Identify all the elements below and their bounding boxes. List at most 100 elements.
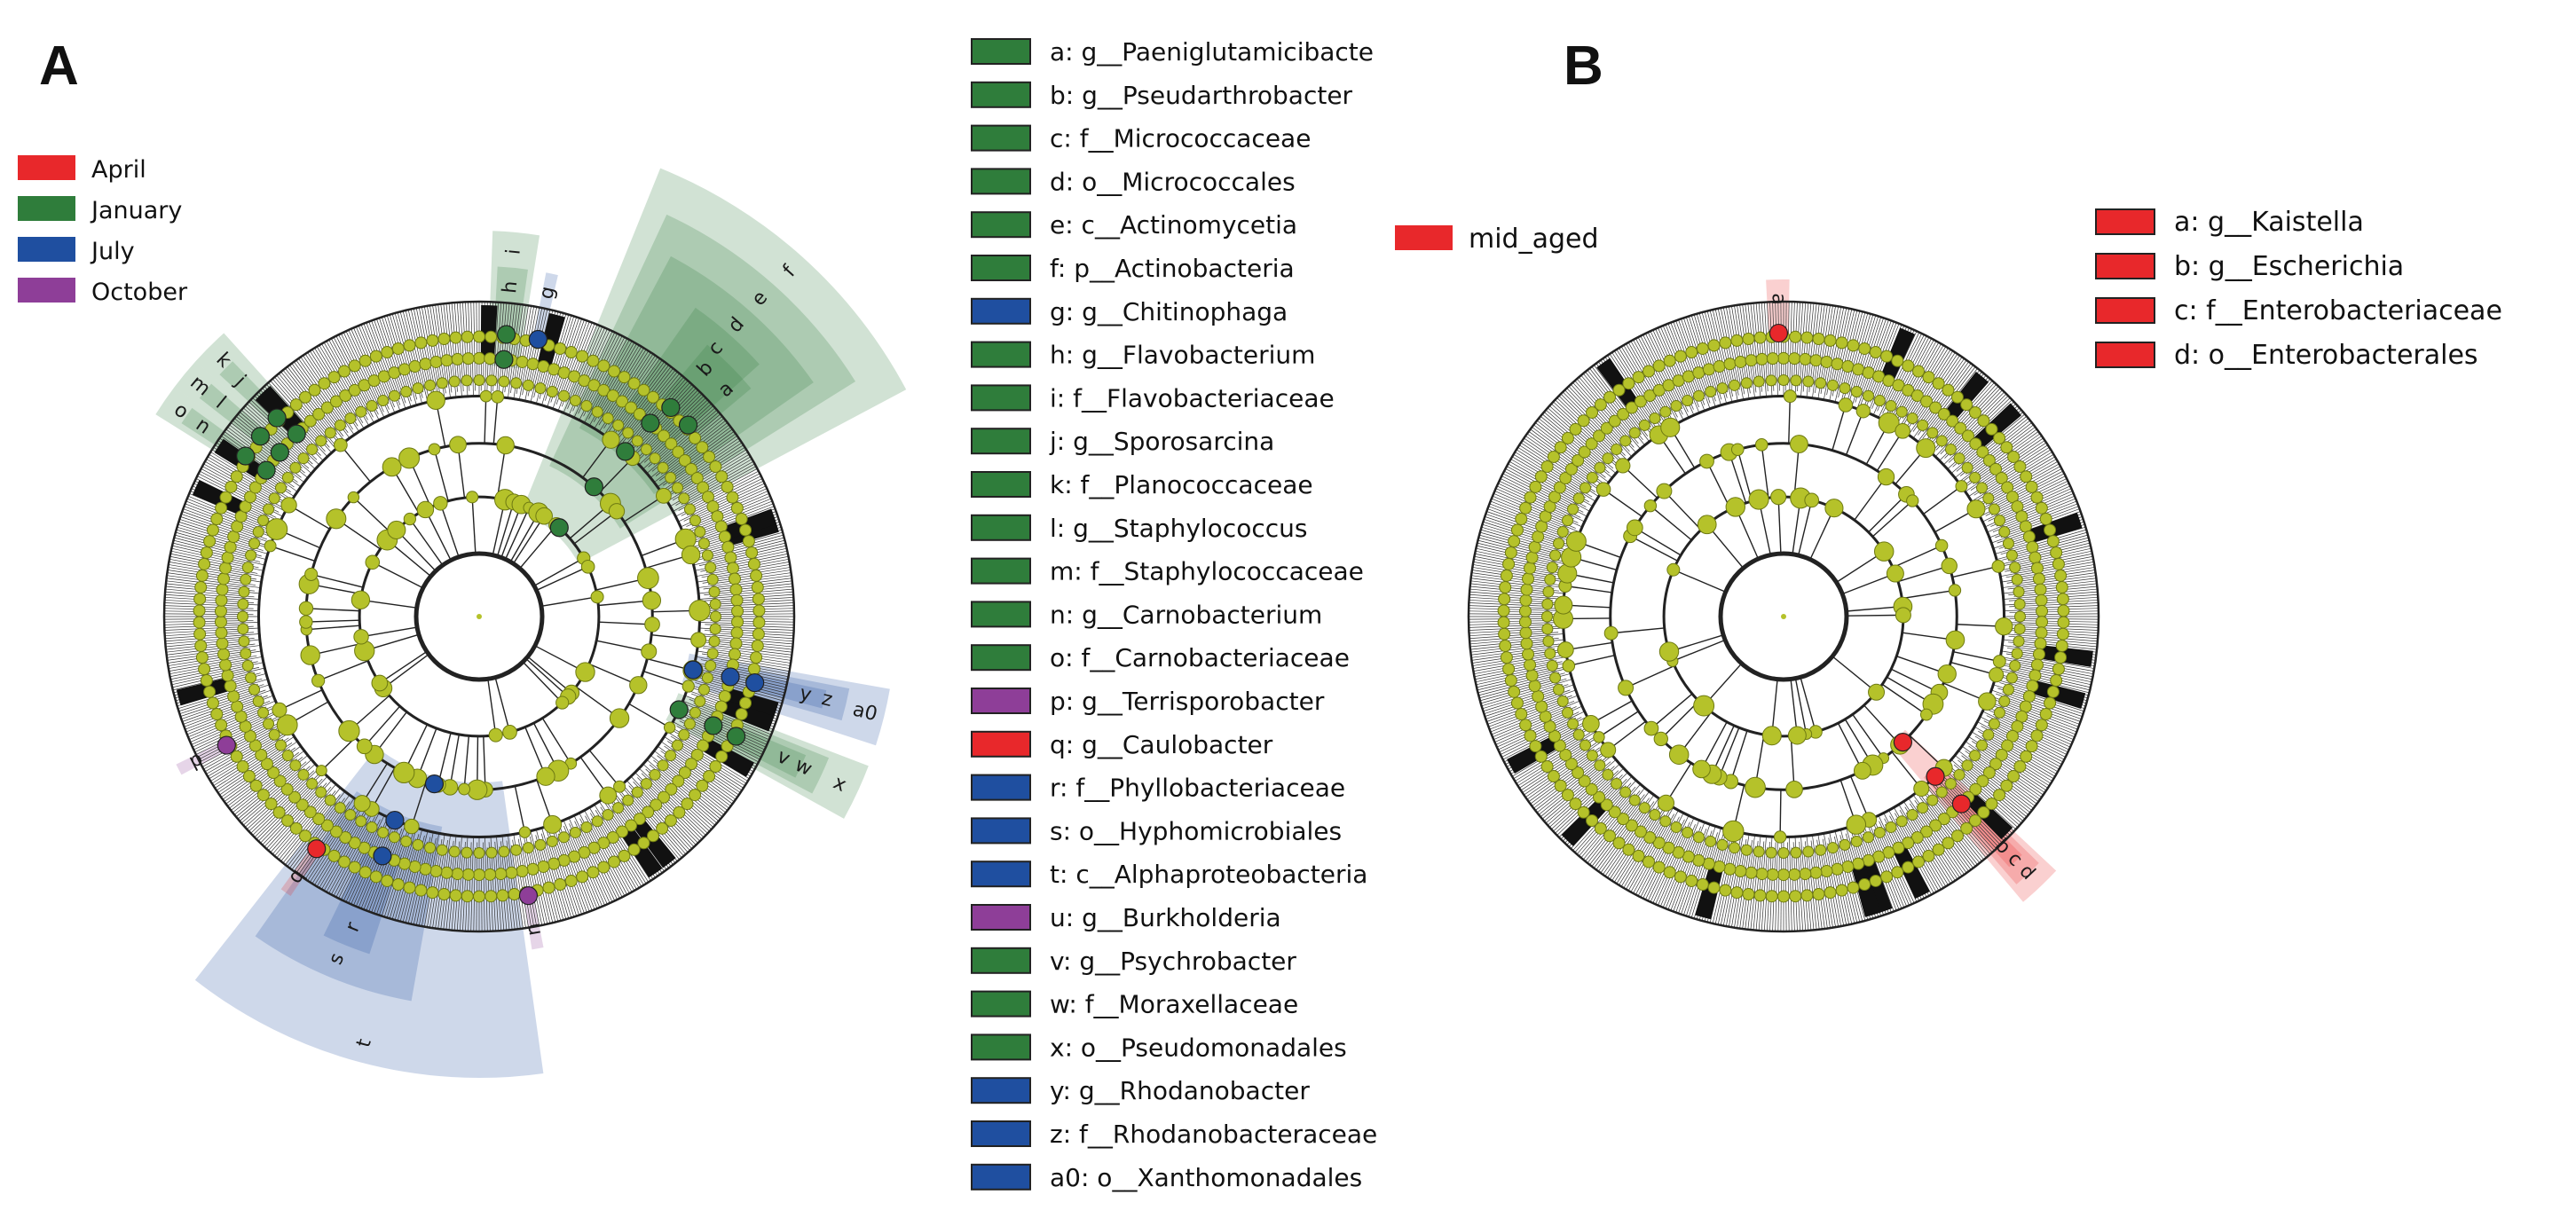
leaf-node — [750, 651, 763, 664]
leaf-node — [1652, 359, 1666, 373]
leaf-node — [1504, 674, 1517, 688]
leaf-node — [721, 540, 735, 554]
leaf-node — [329, 395, 343, 408]
biomarker-node-b-c — [1926, 766, 1945, 786]
leaf-node — [752, 604, 766, 617]
leaf-node — [1707, 339, 1721, 352]
taxon-label-a-a: a: g__Paeniglutamicibacte — [1050, 37, 1374, 67]
leaf-node — [1685, 346, 1698, 359]
leaf-node — [1547, 450, 1560, 463]
biomarker-node-a-s — [385, 810, 405, 830]
leaf-node — [526, 358, 540, 371]
leaf-node — [221, 669, 234, 682]
leaf-node — [703, 770, 716, 783]
leaf-node — [1910, 830, 1924, 844]
biomarker-label-a-y: y — [797, 682, 814, 706]
leaf-node — [1594, 398, 1607, 412]
leaf-node — [646, 390, 659, 404]
taxon-swatch-a-j — [971, 428, 1031, 455]
taxon-swatch-a-m — [971, 557, 1031, 585]
leaf-node — [1858, 878, 1871, 892]
leaf-node — [426, 334, 439, 347]
leaf-node — [1789, 330, 1802, 343]
leaf-node — [2035, 593, 2048, 607]
leaf-node — [2025, 480, 2038, 493]
taxon-label-a-o: o: f__Carnobacteriaceae — [1050, 643, 1350, 672]
leaf-node — [403, 339, 416, 352]
leaf-node — [1835, 884, 1848, 897]
inner-node — [637, 567, 659, 590]
leaf-node — [221, 551, 234, 564]
leaf-node — [1622, 377, 1635, 390]
taxon-label-a-l: l: g__Staphylococcus — [1050, 514, 1307, 543]
inner-node — [353, 795, 371, 813]
leaf-node — [1891, 866, 1904, 879]
inner-node — [681, 680, 695, 693]
leaf-node — [429, 355, 443, 368]
leaf-node — [1520, 583, 1533, 596]
leaf-node — [1993, 789, 2006, 802]
leaf-node — [2013, 760, 2027, 774]
leaf-node — [678, 766, 691, 779]
leaf-node — [1519, 501, 1532, 515]
inner-node — [1785, 781, 1803, 798]
leaf-node — [1977, 806, 1990, 819]
leaf-node — [576, 870, 589, 884]
inner-node — [1895, 607, 1911, 624]
leaf-node — [194, 581, 208, 594]
inner-node — [1626, 519, 1643, 537]
leaf-node — [1942, 837, 1955, 850]
leaf-node — [681, 798, 694, 811]
leaf-node — [264, 798, 278, 811]
leaf-node — [473, 330, 485, 343]
taxon-swatch-a-d — [971, 168, 1031, 195]
leaf-node — [665, 782, 678, 796]
leaf-node — [1734, 355, 1747, 368]
leaf-node — [198, 663, 211, 676]
leaf-node — [200, 546, 213, 559]
inner-node — [1657, 794, 1675, 812]
leaf-node — [1528, 680, 1541, 693]
inner-node — [404, 818, 420, 835]
taxon-label-b-b: b: g__Escherichia — [2174, 251, 2404, 282]
leaf-node — [1622, 843, 1635, 856]
taxon-swatch-a-k — [971, 471, 1031, 498]
inner-node — [354, 640, 375, 662]
biomarker-node-a-e — [584, 477, 603, 497]
inner-node — [264, 539, 277, 553]
taxon-swatch-a-y — [971, 1077, 1031, 1104]
leaf-node — [665, 437, 678, 451]
leaf-node — [461, 352, 475, 365]
leaf-node — [1540, 460, 1554, 473]
leaf-node — [696, 779, 709, 792]
leaf-node — [1702, 857, 1715, 870]
leaf-node — [1524, 658, 1537, 672]
leaf-node — [1634, 395, 1647, 408]
inner-node — [298, 601, 314, 616]
leaf-node — [1766, 352, 1779, 365]
leaf-node — [547, 363, 561, 376]
leaf-node — [473, 868, 485, 882]
taxon-label-a-k: k: f__Planococcaceae — [1050, 470, 1313, 499]
leaf-node — [2001, 481, 2014, 494]
leaf-node — [398, 363, 411, 376]
inner-node — [334, 437, 348, 452]
leaf-node — [2054, 651, 2068, 664]
inner-node — [398, 447, 421, 469]
leaf-node — [2026, 540, 2039, 554]
inner-node — [681, 545, 701, 565]
leaf-node — [1929, 401, 1942, 414]
leaf-node — [280, 782, 294, 796]
leaf-node — [1920, 395, 1934, 408]
leaf-node — [656, 821, 669, 835]
taxon-label-a-c: c: f__Micrococcaceae — [1050, 124, 1311, 153]
inner-node — [1895, 423, 1910, 439]
inner-node — [356, 738, 373, 755]
leaf-node — [2044, 696, 2057, 710]
leaf-node — [616, 395, 629, 408]
inner-node — [1754, 438, 1769, 452]
biomarker-node-b-d — [1893, 733, 1913, 752]
inner-node — [1966, 499, 1986, 519]
taxon-label-a-r: r: f__Phyllobacteriaceae — [1050, 774, 1345, 803]
